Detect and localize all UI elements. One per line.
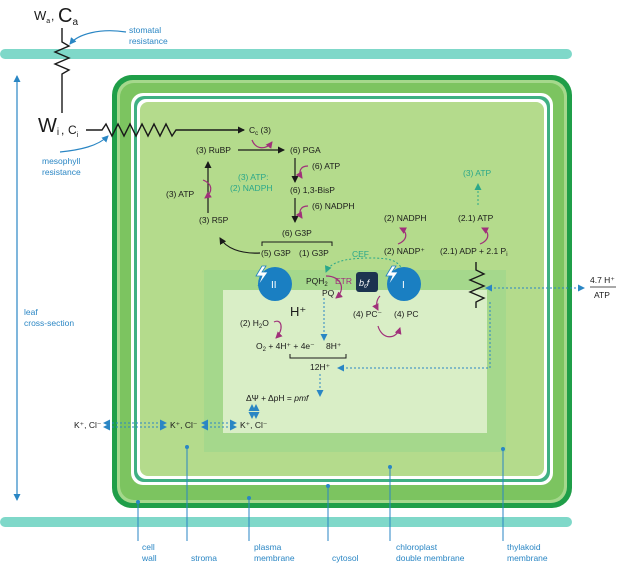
ion-mid-label: K⁺, Cl⁻: [170, 420, 198, 430]
bisp-label: (6) 1,3-BisP: [290, 185, 335, 195]
pc-minus-label: (4) PC⁻: [353, 309, 383, 319]
atp3-label: (3) ATP: [166, 189, 195, 199]
w-i-label: Wi: [38, 115, 59, 138]
w-a-label: Wa: [34, 8, 50, 25]
ps2-light-bolt-icon: [255, 265, 269, 287]
comma-i: ,: [61, 123, 64, 137]
g3p-to-r5p-arrow: [219, 237, 261, 254]
cc-purple-arrow: [251, 139, 273, 149]
thylakoid-label-1: thylakoid: [507, 542, 541, 552]
leader-dot-cell-wall: [136, 500, 140, 504]
mesophyll-label-2: resistance: [42, 167, 81, 177]
h12-to-synthase-dashed: [337, 300, 491, 372]
pqh2-label: PQH2: [306, 276, 328, 288]
stroma-label: stroma: [191, 553, 217, 563]
stomatal-resistor: [53, 28, 71, 113]
atp-synthase-resistor: [468, 262, 486, 308]
leader-dot-plasma-membrane: [247, 496, 251, 500]
pc-label: (4) PC: [394, 309, 419, 319]
nadph2-label: (2) NADPH: [384, 213, 427, 223]
plasma-label-2: membrane: [254, 553, 295, 563]
cef-label: CEF: [352, 249, 369, 259]
lower-epidermis-band: [0, 517, 572, 527]
b6f-label: b6f: [359, 278, 371, 290]
cytochrome-b6f: [356, 272, 378, 292]
cell-wall-label-2: wall: [141, 553, 157, 563]
water-purple-arrow: [273, 320, 283, 339]
cytosol-label: cytosol: [332, 553, 359, 563]
hplus-label: H⁺: [290, 304, 306, 319]
pq-label: PQ: [322, 288, 335, 298]
atp-synthesis-purple-arrow: [479, 227, 489, 245]
rubp-label: (3) RuBP: [196, 145, 231, 155]
atp6-purple-arrow: [295, 165, 309, 179]
pmf-label: ΔΨ + ΔpH = pmf: [246, 393, 310, 403]
c-a-label: Ca: [58, 5, 78, 28]
pc-purple-arrow: [377, 325, 402, 338]
chloroplast-label-2: double membrane: [396, 553, 465, 563]
atp21-label: (2.1) ATP: [458, 213, 494, 223]
nadph6-purple-arrow: [295, 205, 309, 219]
mesophyll-resistor: [86, 122, 245, 138]
adp-label: (2.1) ADP + 2.1 Pi: [440, 246, 508, 258]
g3p-split-bracket: [261, 241, 333, 246]
o2-line-label: O2 + 4H⁺ + 4e⁻: [256, 341, 315, 353]
stomatal-label-2: resistance: [129, 36, 168, 46]
upper-epidermis-band: [0, 49, 572, 59]
ratio-bottom-label: ATP: [594, 290, 610, 300]
g3p1-label: (1) G3P: [299, 248, 329, 258]
leader-dot-cytosol: [326, 484, 330, 488]
need-label-1: (3) ATP:: [238, 172, 269, 182]
atp3-teal-label: (3) ATP: [463, 168, 492, 178]
nadp2-label: (2) NADP⁺: [384, 246, 425, 256]
atp3-purple-arrow: [202, 179, 212, 199]
cell-wall-label-1: cell: [142, 542, 155, 552]
leader-dot-thylakoid: [501, 447, 505, 451]
need-label-2: (2) NADPH: [230, 183, 273, 193]
chloroplast-label-1: chloroplast: [396, 542, 438, 552]
h8-label: 8H⁺: [326, 341, 342, 351]
pq-cycle-purple-arrow: [325, 275, 343, 299]
pc-return-purple-arrow: [372, 295, 381, 311]
cef-dotted-arrow: [324, 257, 405, 275]
leader-dot-stroma: [185, 445, 189, 449]
comma-a: ,: [51, 9, 54, 23]
ps2-label: II: [271, 280, 277, 291]
leader-dot-chloroplast: [388, 465, 392, 469]
etr-label: ETR: [335, 276, 352, 286]
h-sum-bracket: [289, 354, 347, 359]
r5p-label: (3) R5P: [199, 215, 229, 225]
pga-label: (6) PGA: [290, 145, 321, 155]
thylakoid-label-2: membrane: [507, 553, 548, 563]
plasma-label-1: plasma: [254, 542, 282, 552]
atp6-label: (6) ATP: [312, 161, 341, 171]
leaf-label-1: leaf: [24, 307, 38, 317]
c-i-label: Ci: [68, 123, 79, 139]
stomatal-label-1: stomatal: [129, 25, 161, 35]
g3p6-label: (6) G3P: [282, 228, 312, 238]
stomatal-pointer: [69, 30, 127, 45]
ratio-top-label: 4.7 H⁺: [590, 275, 615, 285]
cc-label: Cc (3): [249, 125, 271, 137]
ion-inner-label: K⁺, Cl⁻: [240, 420, 268, 430]
thylakoid-lumen: [223, 290, 487, 433]
nadph6-label: (6) NADPH: [312, 201, 355, 211]
g3p5-label: (5) G3P: [261, 248, 291, 258]
nadph-purple-arrow: [397, 227, 407, 245]
h2o-label: (2) H2O: [240, 318, 269, 330]
ps1-label: I: [402, 280, 405, 291]
mesophyll-pointer: [59, 135, 109, 153]
photosystem-ii: [258, 267, 292, 301]
leaf-label-2: cross-section: [24, 318, 74, 328]
mesophyll-label-1: mesophyll: [42, 156, 80, 166]
ion-outer-label: K⁺, Cl⁻: [74, 420, 102, 430]
ps1-light-bolt-icon: [385, 265, 399, 287]
h12-label: 12H⁺: [310, 362, 331, 372]
